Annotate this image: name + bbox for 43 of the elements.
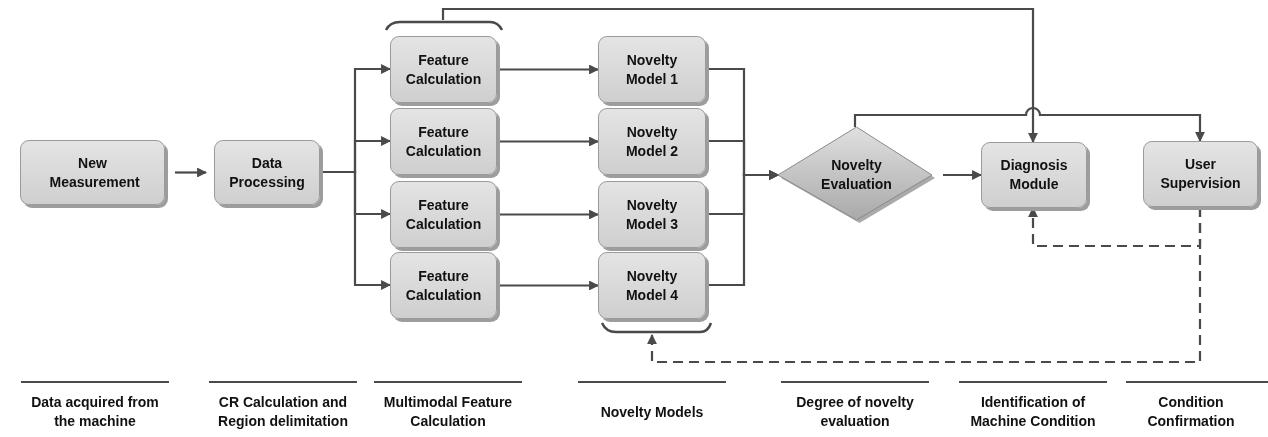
node-label: Data Processing — [228, 153, 306, 192]
stage-label: Degree of novelty evaluation — [795, 393, 915, 431]
node-label: Feature Calculation — [404, 266, 483, 305]
stage-label: Condition Confirmation — [1146, 393, 1236, 431]
process-box — [598, 252, 706, 319]
arrow — [853, 106, 1205, 142]
process-box — [1143, 141, 1258, 207]
node-label: Feature Calculation — [404, 195, 483, 234]
process-box — [390, 181, 497, 248]
process-box — [390, 108, 497, 175]
stage-label: CR Calculation and Region delimitation — [217, 393, 349, 431]
arrow — [497, 64, 599, 75]
node-label: Novelty Model 4 — [624, 266, 680, 305]
decision-diamond — [778, 127, 935, 223]
stage-label: Identification of Machine Condition — [969, 393, 1097, 431]
process-box — [598, 36, 706, 103]
process-box — [598, 108, 706, 175]
node-label: Novelty Model 2 — [624, 122, 680, 161]
process-box — [214, 140, 320, 205]
arrow — [943, 170, 982, 180]
arrow — [497, 209, 599, 220]
node-label: Novelty Model 1 — [624, 50, 680, 89]
process-box — [20, 140, 165, 205]
stage-label: Multimodal Feature Calculation — [382, 393, 514, 431]
process-box — [390, 36, 497, 103]
process-box — [390, 252, 497, 319]
process-box — [981, 142, 1087, 208]
arrow — [497, 136, 599, 147]
node-label: Diagnosis Module — [999, 156, 1069, 194]
arrow — [175, 167, 207, 178]
arrow — [706, 170, 779, 287]
stage-label: Data acquired from the machine — [30, 393, 160, 431]
node-label: User Supervision — [1159, 155, 1242, 193]
node-label: Novelty Evaluation — [820, 156, 893, 194]
arrow — [441, 7, 1038, 143]
process-box — [598, 181, 706, 248]
stage-label: Novelty Models — [599, 402, 705, 422]
arrow — [497, 280, 599, 291]
node-label: Feature Calculation — [404, 50, 483, 89]
node-label: Feature Calculation — [404, 122, 483, 161]
arrow — [320, 170, 391, 290]
dashed-arrow — [647, 207, 1202, 364]
node-label: Novelty Model 3 — [624, 195, 680, 234]
